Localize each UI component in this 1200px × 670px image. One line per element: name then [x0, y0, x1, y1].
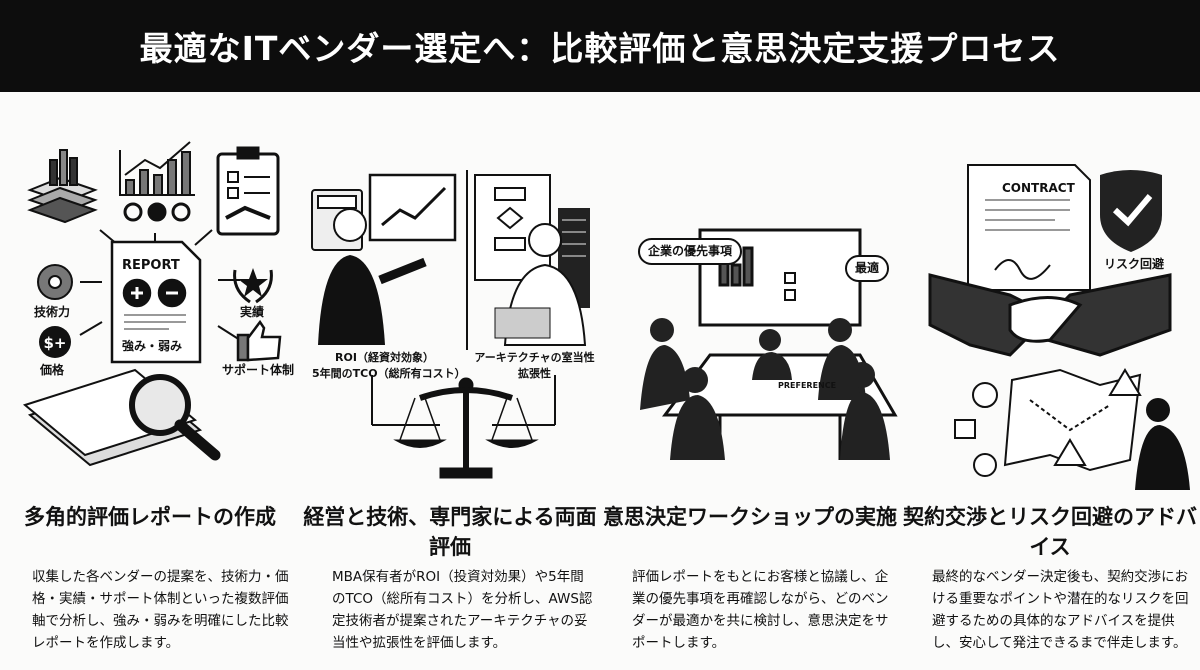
business-person-icon — [318, 208, 427, 345]
tco-text: 5年間のTCO（総所有コスト） — [312, 367, 466, 380]
tech-label: 技術力 — [34, 305, 71, 319]
record-label: 実績 — [240, 305, 265, 319]
people-icon — [640, 318, 890, 460]
step-description: 収集した各ベンダーの提案を、技術力・価格・実績・サポート体制といった複数評価軸で… — [32, 569, 289, 651]
step-heading: 経営と技術、専門家による両面評価 — [303, 505, 597, 559]
preference-label: PREFERENCE — [778, 381, 837, 390]
step-heading: 意思決定ワークショップの実施 — [603, 505, 897, 529]
evaluation-illustration — [311, 170, 590, 479]
contract-label: CONTRACT — [1002, 181, 1075, 195]
step-description: MBA保有者がROI（投資対効果）や5年間のTCO（総所有コスト）を分析し、AW… — [332, 569, 593, 651]
workshop-illustration — [640, 228, 898, 460]
magnifier-icon — [129, 374, 221, 461]
contract-illustration — [928, 164, 1190, 490]
pros-cons-label: 強み・弱み — [122, 339, 183, 353]
price-label: 価格 — [40, 363, 65, 377]
handshake-icon — [928, 273, 1172, 357]
chart-board-icon — [368, 173, 457, 242]
step-heading: 多角的評価レポートの作成 — [24, 505, 276, 529]
risk-map-icon — [1003, 368, 1142, 472]
page-title: 最適なITベンダー選定へ：比較評価と意思決定支援プロセス — [139, 29, 1061, 68]
gear-icon — [37, 264, 73, 300]
step-description: 評価レポートをもとにお客様と協議し、企業の優先事項を再確認しながら、どのベンダー… — [632, 569, 889, 651]
architecture-label: アーキテクチャの室当性拡張性 — [472, 350, 597, 382]
step-description: 最終的なベンダー決定後も、契約交渉における重要なポイントや潜在的なリスクを回避す… — [932, 569, 1189, 651]
gears-icon — [123, 202, 191, 222]
shield-check-icon — [1100, 170, 1162, 252]
step-2: ROI（経資対効象） 5年間のTCO（総所有コスト） アーキテクチャの室当性拡張性… — [300, 130, 600, 670]
step-heading: 契約交渉とリスク回避のアドバイス — [903, 505, 1197, 559]
engineer-icon — [494, 223, 587, 346]
small-icons — [954, 382, 998, 477]
optimal-bubble: 最適 — [845, 255, 890, 282]
contract-icon — [967, 164, 1091, 291]
advisor-icon — [1135, 398, 1190, 490]
arch-text: アーキテクチャの室当性 — [474, 351, 595, 364]
roi-text: ROI（経資対効象） — [335, 351, 434, 364]
step-4: CONTRACT リスク回避 契約交渉とリスク回避のアドバイス 最終的なベンダー… — [900, 130, 1200, 670]
report-illustration: $+ — [22, 141, 282, 467]
scal-text: 拡張性 — [518, 367, 551, 380]
support-label: サポート体制 — [222, 363, 295, 377]
clipboard-handshake-icon — [216, 146, 280, 236]
header-bar: 最適なITベンダー選定へ：比較評価と意思決定支援プロセス — [0, 0, 1200, 92]
step-1: $+ REPORT 強み・弱み 技術力 価格 実績 サポート体制 多角的評価レポ… — [0, 130, 300, 670]
bar-chart-icon — [119, 141, 195, 196]
roi-label: ROI（経資対効象） 5年間のTCO（総所有コスト） — [312, 350, 466, 382]
report-label: REPORT — [122, 258, 180, 273]
report-document-icon — [110, 240, 202, 364]
scale-icon — [371, 375, 556, 479]
dollar-icon: $+ — [39, 326, 71, 358]
step-3: 企業の優先事項 PREFERENCE 最適 意思決定ワークショップの実施 評価レ… — [600, 130, 900, 670]
thumbs-up-icon — [236, 319, 282, 362]
risk-label: リスク回避 — [1104, 257, 1165, 271]
priority-bubble: 企業の優先事項 — [638, 238, 743, 265]
laurel-star-icon — [233, 268, 273, 304]
svg-text:$+: $+ — [43, 334, 66, 352]
layered-chart-icon — [27, 149, 98, 224]
